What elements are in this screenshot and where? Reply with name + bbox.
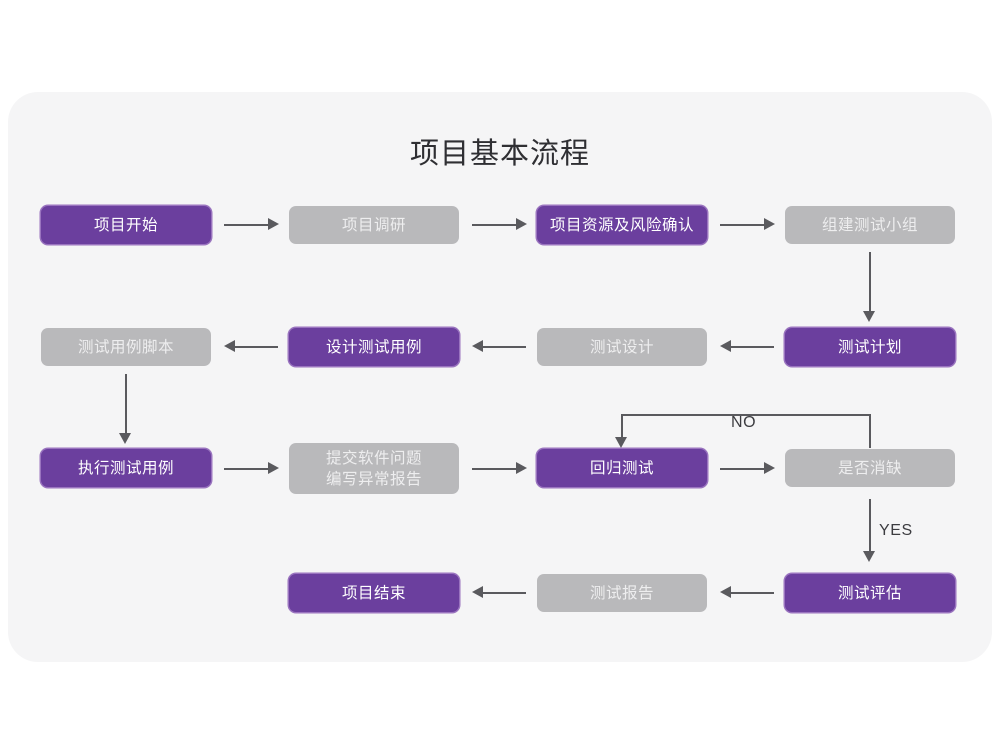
node-defect-cleared[interactable]: 是否消缺 — [785, 449, 955, 487]
connector-n11-n12 — [720, 468, 766, 470]
connector-n2-n3 — [472, 224, 518, 226]
connector-n10-n11 — [472, 468, 518, 470]
arrowhead-right-icon — [516, 462, 527, 474]
arrowhead-down-icon — [119, 433, 131, 444]
arrowhead-right-icon — [268, 218, 279, 230]
arrowhead-left-icon — [224, 340, 235, 352]
arrowhead-right-icon — [764, 218, 775, 230]
arrowhead-right-icon — [764, 462, 775, 474]
connector-n6-n5 — [232, 346, 278, 348]
arrowhead-right-icon — [516, 218, 527, 230]
node-project-research[interactable]: 项目调研 — [289, 206, 459, 244]
node-regression-test[interactable]: 回归测试 — [537, 449, 707, 487]
arrowhead-right-icon — [268, 462, 279, 474]
node-test-evaluation[interactable]: 测试评估 — [785, 574, 955, 612]
connector-no-branch-across — [621, 414, 871, 416]
page-title: 项目基本流程 — [409, 138, 590, 170]
node-execute-test-cases[interactable]: 执行测试用例 — [41, 449, 211, 487]
node-test-design[interactable]: 测试设计 — [537, 328, 707, 366]
node-test-report[interactable]: 测试报告 — [537, 574, 707, 612]
arrowhead-left-icon — [720, 340, 731, 352]
node-submit-defect-report[interactable]: 提交软件问题 编写异常报告 — [289, 443, 459, 494]
arrowhead-down-icon — [863, 311, 875, 322]
connector-n8-n7 — [728, 346, 774, 348]
connector-n15-n14 — [728, 592, 774, 594]
node-project-end[interactable]: 项目结束 — [289, 574, 459, 612]
node-test-case-script[interactable]: 测试用例脚本 — [41, 328, 211, 366]
arrowhead-down-icon — [615, 437, 627, 448]
connector-yes-branch — [869, 499, 871, 555]
node-design-test-cases[interactable]: 设计测试用例 — [289, 328, 459, 366]
diagram-card — [8, 92, 992, 662]
connector-n14-n13 — [480, 592, 526, 594]
connector-no-branch-down — [621, 414, 623, 440]
arrowhead-left-icon — [472, 340, 483, 352]
connector-n7-n6 — [480, 346, 526, 348]
connector-n3-n4 — [720, 224, 766, 226]
node-test-plan[interactable]: 测试计划 — [785, 328, 955, 366]
arrowhead-left-icon — [472, 586, 483, 598]
arrowhead-down-icon — [863, 551, 875, 562]
edge-label-yes: YES — [879, 522, 913, 539]
arrowhead-left-icon — [720, 586, 731, 598]
connector-n1-n2 — [224, 224, 270, 226]
connector-no-branch-up — [869, 414, 871, 448]
edge-label-no: NO — [731, 414, 757, 431]
node-project-start[interactable]: 项目开始 — [41, 206, 211, 244]
node-build-test-team[interactable]: 组建测试小组 — [785, 206, 955, 244]
connector-n4-n8 — [869, 252, 871, 314]
node-resource-risk-confirm[interactable]: 项目资源及风险确认 — [537, 206, 707, 244]
connector-n5-n9 — [125, 374, 127, 436]
connector-n9-n10 — [224, 468, 270, 470]
